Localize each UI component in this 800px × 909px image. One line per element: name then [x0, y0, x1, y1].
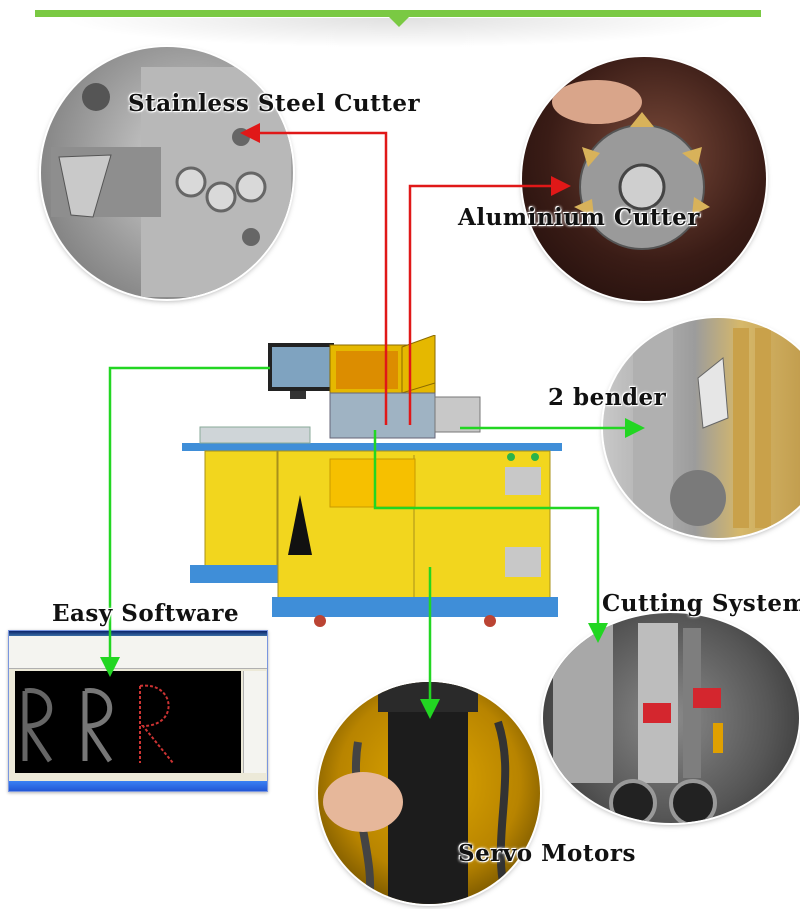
label-cutting-system: Cutting System — [602, 590, 800, 617]
cutting-system-photo — [543, 613, 799, 823]
aluminium-cutter-photo — [522, 57, 766, 301]
letter-outline-drawing — [22, 684, 174, 764]
bender-illustration — [633, 318, 771, 538]
taskbar — [9, 781, 267, 791]
cutter-block-illustration — [51, 67, 291, 297]
machine-illustration — [182, 334, 562, 627]
servo-motors-photo — [318, 682, 540, 904]
label-aluminium-cutter: Aluminium Cutter — [458, 204, 700, 231]
software-screenshot — [8, 630, 268, 792]
servo-motor-illustration — [323, 682, 512, 904]
label-servo-motors: Servo Motors — [458, 840, 636, 867]
top-divider-bar — [35, 10, 761, 17]
label-two-bender: 2 bender — [548, 384, 667, 411]
letter-bending-machine — [180, 334, 570, 630]
saw-blade-illustration — [552, 80, 710, 250]
software-side-panel — [243, 671, 266, 773]
software-drawing-canvas — [15, 671, 241, 773]
label-stainless-steel-cutter: Stainless Steel Cutter — [128, 90, 421, 117]
chevron-down-icon — [388, 16, 410, 27]
cutting-system-illustration — [553, 613, 723, 823]
bender-photo — [603, 318, 800, 538]
label-easy-software: Easy Software — [52, 600, 240, 627]
software-toolbar — [9, 636, 267, 669]
stainless-steel-cutter-photo — [41, 47, 293, 299]
